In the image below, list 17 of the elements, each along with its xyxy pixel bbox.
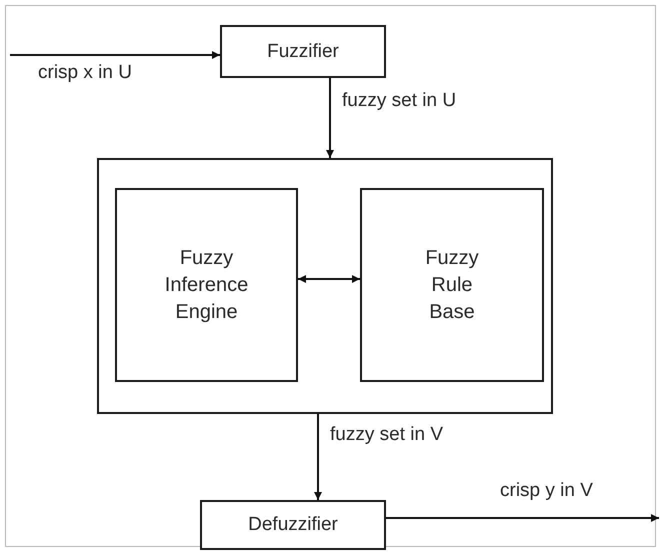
box-label: Fuzzifier: [267, 40, 339, 64]
container-box: [97, 158, 553, 414]
box-label: Defuzzifier: [248, 513, 338, 538]
arrow: [298, 275, 360, 283]
arrow: [10, 51, 220, 59]
box-label: Fuzzy Rule Base: [424, 246, 480, 324]
arrow: [326, 78, 334, 158]
arrow: [386, 514, 659, 522]
edge-label: fuzzy set in V: [328, 424, 445, 446]
process-box: [220, 25, 386, 78]
box-label: Fuzzy Inference Engine: [164, 246, 250, 324]
edge-label: crisp x in U: [36, 62, 134, 84]
process-box: [360, 188, 544, 382]
edge-label: crisp y in V: [498, 480, 595, 502]
arrow: [314, 414, 322, 500]
process-box: [200, 500, 386, 550]
process-box: [115, 188, 298, 382]
